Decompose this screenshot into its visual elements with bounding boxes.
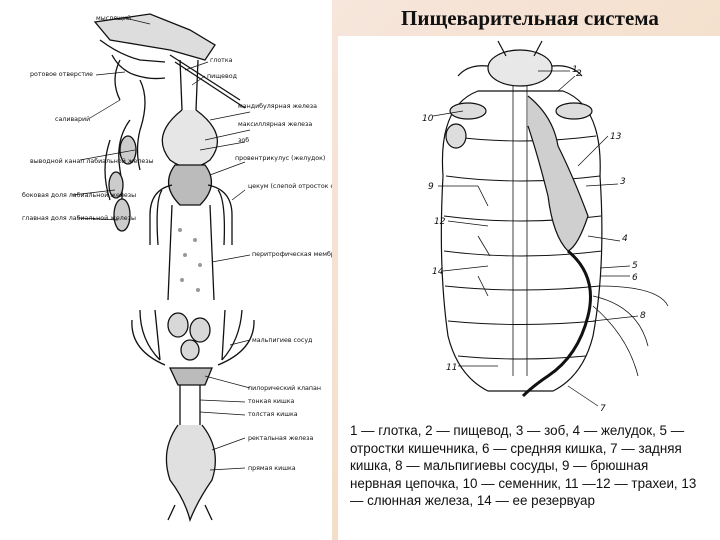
label-rectum: прямая кишка bbox=[248, 465, 296, 472]
label-mandibular-gland: мандибулярная железа bbox=[238, 102, 317, 110]
label-salivarium: саливарий bbox=[55, 115, 90, 123]
label-pharynx: глотка bbox=[210, 57, 233, 64]
label-mouth-opening: ротовое отверстие bbox=[30, 71, 93, 78]
label-small-intestine: тонкая кишка bbox=[248, 398, 295, 405]
insect-anatomy-diagram: 1 2 3 4 5 6 7 8 9 10 11 12 13 14 bbox=[422, 40, 669, 414]
anatomy-number-6: 6 bbox=[632, 273, 638, 283]
label-labial-lateral-lobe: боковая доля лабиальной железы bbox=[22, 191, 136, 199]
label-mandible: мыслящий bbox=[96, 14, 131, 22]
label-peritrophic-membrane: перитрофическая мембрана bbox=[252, 250, 332, 258]
label-pyloric-valve: пилорический клапан bbox=[248, 384, 321, 392]
anatomy-number-12: 12 bbox=[434, 217, 446, 227]
gut-section-diagram: мыслящий глотка ротовое отверстие пищево… bbox=[22, 13, 332, 523]
slide-title: Пищеварительная система bbox=[401, 6, 659, 30]
label-labial-duct: выводной канал лабиальной железы bbox=[30, 157, 154, 165]
label-proventriculus: провентрикулус (желудок) bbox=[235, 155, 325, 162]
label-crop: зоб bbox=[238, 136, 249, 144]
anatomy-number-11: 11 bbox=[446, 363, 457, 373]
anatomy-number-3: 3 bbox=[620, 177, 626, 187]
anatomy-number-1: 1 bbox=[572, 65, 578, 75]
anatomy-number-14: 14 bbox=[432, 267, 444, 277]
anatomy-number-2: 2 bbox=[576, 69, 582, 79]
anatomy-number-8: 8 bbox=[640, 311, 646, 321]
anatomy-number-9: 9 bbox=[428, 182, 434, 192]
label-labial-main-lobe: главная доля лабиальной железы bbox=[22, 214, 136, 222]
anatomy-number-4: 4 bbox=[622, 234, 628, 244]
legend-caption: 1 — глотка, 2 — пищевод, 3 — зоб, 4 — же… bbox=[350, 423, 697, 508]
label-esophagus: пищевод bbox=[207, 73, 238, 80]
anatomy-number-10: 10 bbox=[422, 114, 434, 124]
label-large-intestine: толстая кишка bbox=[248, 411, 298, 418]
left-diagram-panel bbox=[0, 0, 332, 540]
anatomy-number-5: 5 bbox=[632, 261, 638, 271]
anatomy-number-7: 7 bbox=[600, 404, 606, 414]
label-malpighian-tubule: мальпигиев сосуд bbox=[252, 337, 313, 344]
label-caecum: цекум (слепой отросток средней кишки) bbox=[248, 182, 332, 190]
label-rectal-gland: ректальная железа bbox=[248, 435, 313, 442]
label-maxillary-gland: максиллярная железа bbox=[238, 121, 312, 128]
anatomy-number-13: 13 bbox=[610, 132, 622, 142]
